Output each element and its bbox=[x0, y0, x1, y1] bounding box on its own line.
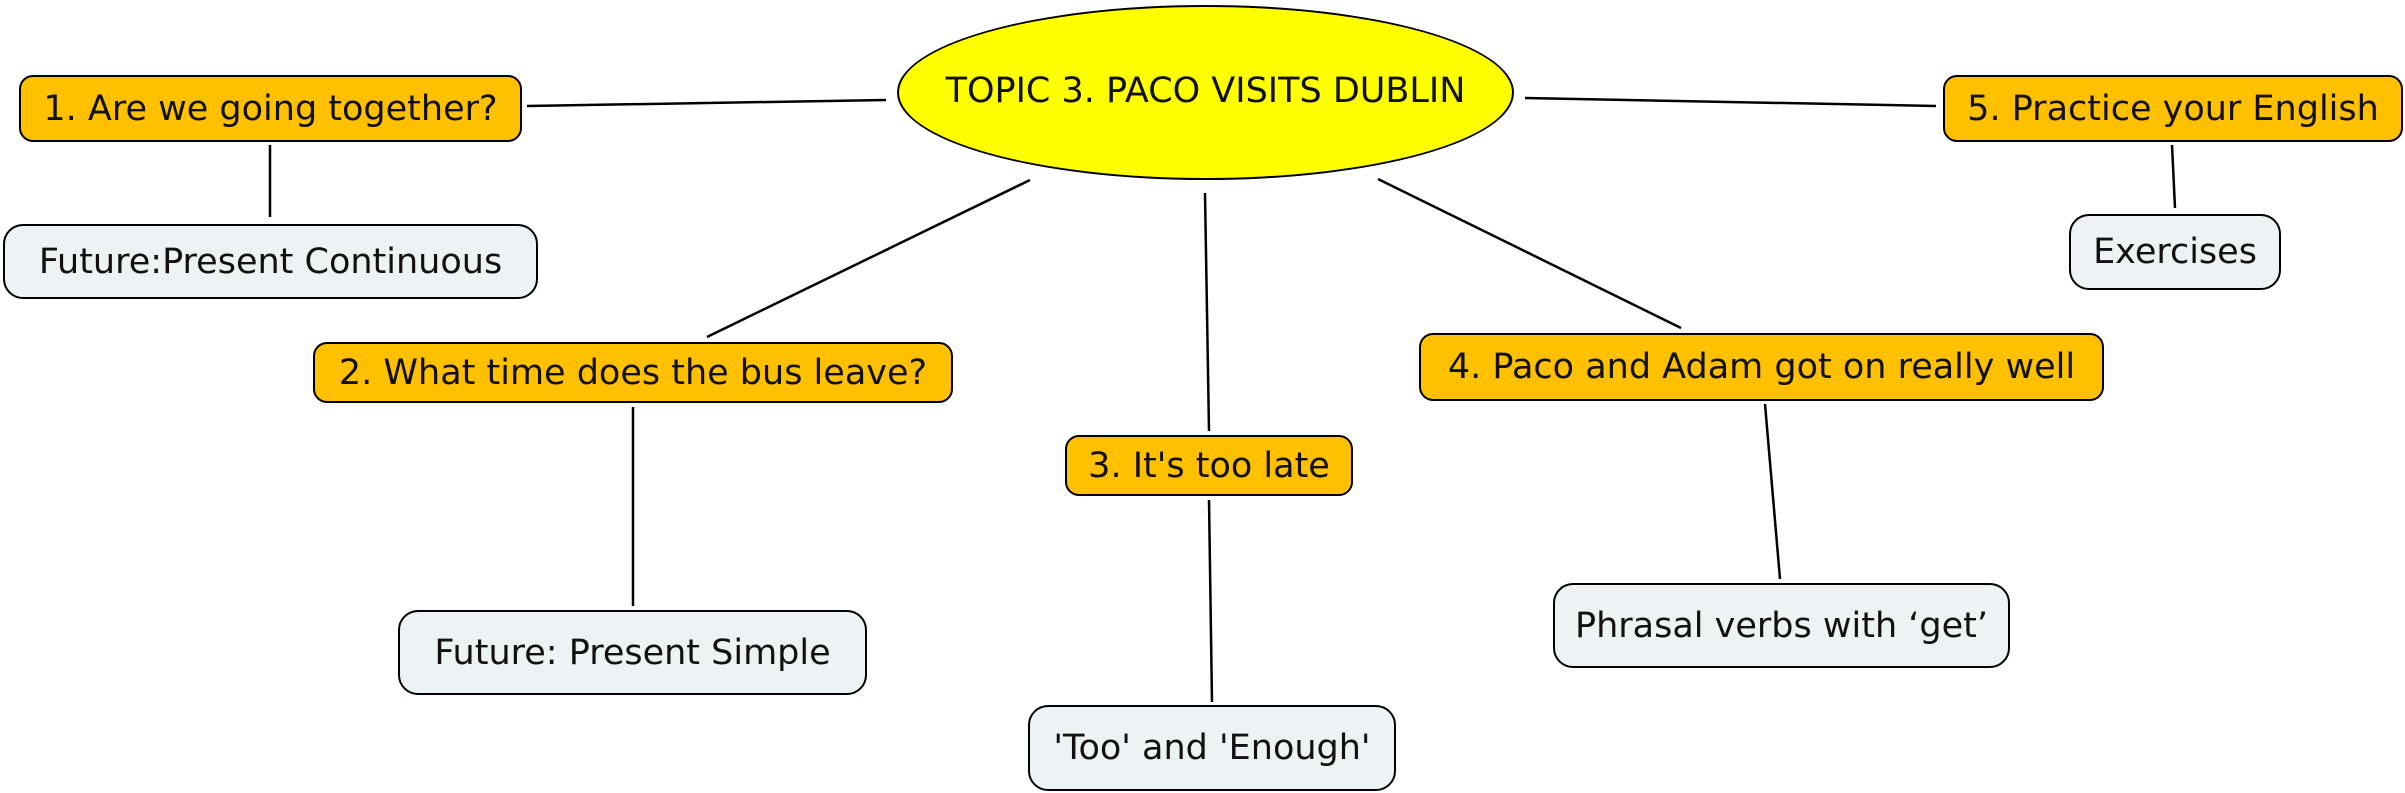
topic-node-4: 4. Paco and Adam got on really well bbox=[1419, 333, 2104, 401]
connector-topic-4-detail bbox=[1763, 403, 1782, 580]
central-topic: TOPIC 3. PACO VISITS DUBLIN bbox=[897, 5, 1514, 180]
connector-central-topic-1 bbox=[526, 98, 887, 108]
connector-central-topic-3 bbox=[1203, 192, 1211, 432]
topic-node-2: 2. What time does the bus leave? bbox=[313, 342, 953, 403]
detail-node-1: Future:Present Continuous bbox=[3, 224, 538, 299]
topic-node-5: 5. Practice your English bbox=[1943, 75, 2403, 142]
connector-topic-5-detail bbox=[2170, 144, 2177, 209]
connector-central-topic-5 bbox=[1524, 96, 1937, 108]
topic-node-1: 1. Are we going together? bbox=[19, 75, 522, 142]
connector-central-topic-2 bbox=[706, 178, 1031, 339]
detail-node-3: 'Too' and 'Enough' bbox=[1028, 705, 1396, 791]
detail-node-5: Exercises bbox=[2069, 214, 2281, 290]
connector-central-topic-4 bbox=[1377, 177, 1682, 330]
topic-node-3: 3. It's too late bbox=[1065, 435, 1353, 496]
detail-node-4: Phrasal verbs with ‘get’ bbox=[1553, 583, 2010, 668]
detail-node-2: Future: Present Simple bbox=[398, 610, 867, 695]
connector-topic-3-detail bbox=[1207, 499, 1214, 703]
